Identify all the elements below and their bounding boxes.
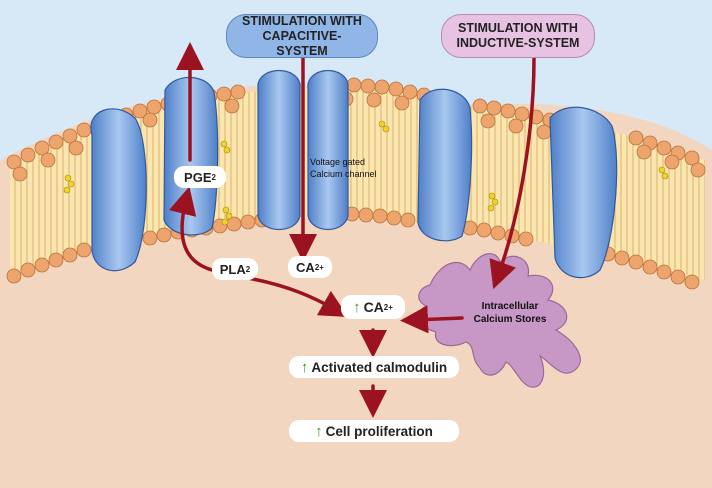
arrow-stores-to-ca — [400, 305, 464, 334]
protein-left — [90, 108, 147, 272]
capacitive-stimulation-box: STIMULATION WITH CAPACITIVE-SYSTEM — [226, 14, 378, 58]
calcium-channel-right — [307, 70, 349, 230]
capacitive-line1: STIMULATION WITH — [242, 13, 362, 28]
voltage-gated-label: Voltage gated Calcium channel — [310, 156, 406, 180]
pla-text: PLA — [219, 261, 246, 277]
up-arrow-icon: ↑ — [353, 298, 361, 316]
stores-line1: Intracellular — [481, 301, 539, 312]
ca-sup: 2+ — [314, 262, 324, 272]
activated-calmodulin-box: ↑Activated calmodulin — [289, 356, 459, 378]
stores-line2: Calcium Stores — [473, 314, 547, 325]
arrow-pla-to-ca — [246, 276, 349, 317]
inductive-line2: INDUCTIVE-SYSTEM — [456, 36, 580, 50]
calcium-stores-organelle — [418, 253, 581, 388]
proliferation-text: Cell proliferation — [325, 423, 433, 439]
pla-sub: 2 — [245, 264, 251, 274]
arrow-inductive-to-stores — [489, 56, 536, 290]
lipid-heads-bottom — [6, 206, 700, 290]
signal-arrows — [169, 42, 536, 418]
calmodulin-text: Activated calmodulin — [311, 359, 448, 375]
calcium-stores-label: Intracellular Calcium Stores — [460, 300, 560, 326]
up-arrow-icon: ↑ — [315, 422, 323, 440]
vg-line2: Calcium channel — [310, 169, 377, 179]
pge-sub: 2 — [211, 172, 216, 182]
ca-up-sup: 2+ — [383, 302, 393, 312]
arrow-pla-to-pge — [169, 186, 214, 272]
ca-text: CA — [296, 259, 315, 275]
up-arrow-icon: ↑ — [300, 358, 309, 376]
cell-proliferation-box: ↑Cell proliferation — [289, 420, 459, 442]
pge-text: PGE — [184, 169, 212, 185]
protein-center-right — [417, 88, 473, 242]
vg-line1: Voltage gated — [310, 157, 366, 167]
cholesterol-dots — [63, 120, 669, 226]
calcium-channel-left — [257, 70, 301, 230]
capacitive-line2: CAPACITIVE-SYSTEM — [262, 28, 342, 58]
inductive-line1: STIMULATION WITH — [458, 21, 578, 35]
ca-up-text: CA — [363, 299, 384, 315]
protein-right — [549, 106, 618, 279]
inductive-stimulation-box: STIMULATION WITH INDUCTIVE-SYSTEM — [441, 14, 595, 58]
